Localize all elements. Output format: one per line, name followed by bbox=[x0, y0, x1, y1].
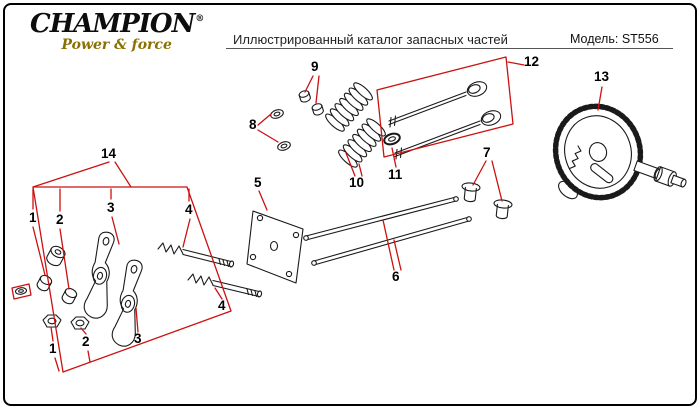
valve-washer-2-drawing bbox=[277, 141, 291, 151]
hex-nut-1-drawing bbox=[42, 314, 62, 328]
logo-tagline: Power & force bbox=[61, 37, 172, 53]
rocker-stud-1-drawing bbox=[157, 242, 235, 268]
callout-2-top: 2 bbox=[56, 212, 64, 227]
washer-highlighted-drawing bbox=[14, 287, 28, 295]
push-rods-drawing bbox=[303, 196, 472, 266]
callout-1-top: 1 bbox=[29, 210, 37, 225]
camshaft-drawing bbox=[552, 103, 687, 201]
callout-11: 11 bbox=[388, 167, 403, 182]
catalog-title: Иллюстрированный каталог запасных частей bbox=[233, 32, 508, 47]
rocker-arm-1-drawing bbox=[83, 231, 115, 319]
callout-12: 12 bbox=[524, 54, 540, 69]
header-divider bbox=[226, 48, 673, 49]
valve-washer-1-drawing bbox=[270, 109, 284, 119]
callout-5: 5 bbox=[254, 175, 262, 190]
callout-9: 9 bbox=[311, 59, 319, 74]
tappet-1-drawing bbox=[461, 182, 481, 203]
guide-plate-drawing bbox=[246, 210, 304, 284]
rocker-arm-2-drawing bbox=[111, 259, 143, 347]
callout-leader-lines bbox=[11, 56, 603, 373]
callout-13: 13 bbox=[594, 69, 610, 84]
tappet-2-drawing bbox=[493, 199, 513, 220]
valve-1-drawing bbox=[388, 81, 488, 128]
callout-7: 7 bbox=[483, 145, 491, 160]
valve-group-highlight-box bbox=[376, 56, 514, 158]
registered-mark: ® bbox=[195, 14, 204, 24]
spring-retainer-2-drawing bbox=[311, 103, 324, 116]
callout-3-bottom: 3 bbox=[134, 331, 142, 346]
callout-3-top: 3 bbox=[107, 200, 115, 215]
washer-highlight-box bbox=[11, 283, 32, 300]
callout-2-bottom: 2 bbox=[82, 334, 90, 349]
hex-nut-2-drawing bbox=[70, 316, 90, 330]
logo-brand-text: CHAMPION® bbox=[30, 9, 204, 39]
model-label: Модель: ST556 bbox=[570, 32, 659, 46]
callout-6: 6 bbox=[392, 269, 400, 284]
callout-8: 8 bbox=[249, 117, 257, 132]
spring-retainer-1-drawing bbox=[298, 90, 311, 103]
callout-10: 10 bbox=[349, 175, 365, 190]
callout-4-bottom: 4 bbox=[218, 298, 226, 313]
callout-1-bottom: 1 bbox=[49, 341, 57, 356]
valve-spring-1-drawing bbox=[325, 82, 373, 132]
callout-14: 14 bbox=[101, 146, 117, 161]
pivot-cylinder-small2-drawing bbox=[61, 287, 78, 305]
spring-seat-drawing bbox=[383, 132, 401, 146]
champion-logo: CHAMPION® Power & force bbox=[30, 6, 204, 53]
callout-4-top: 4 bbox=[185, 202, 193, 217]
